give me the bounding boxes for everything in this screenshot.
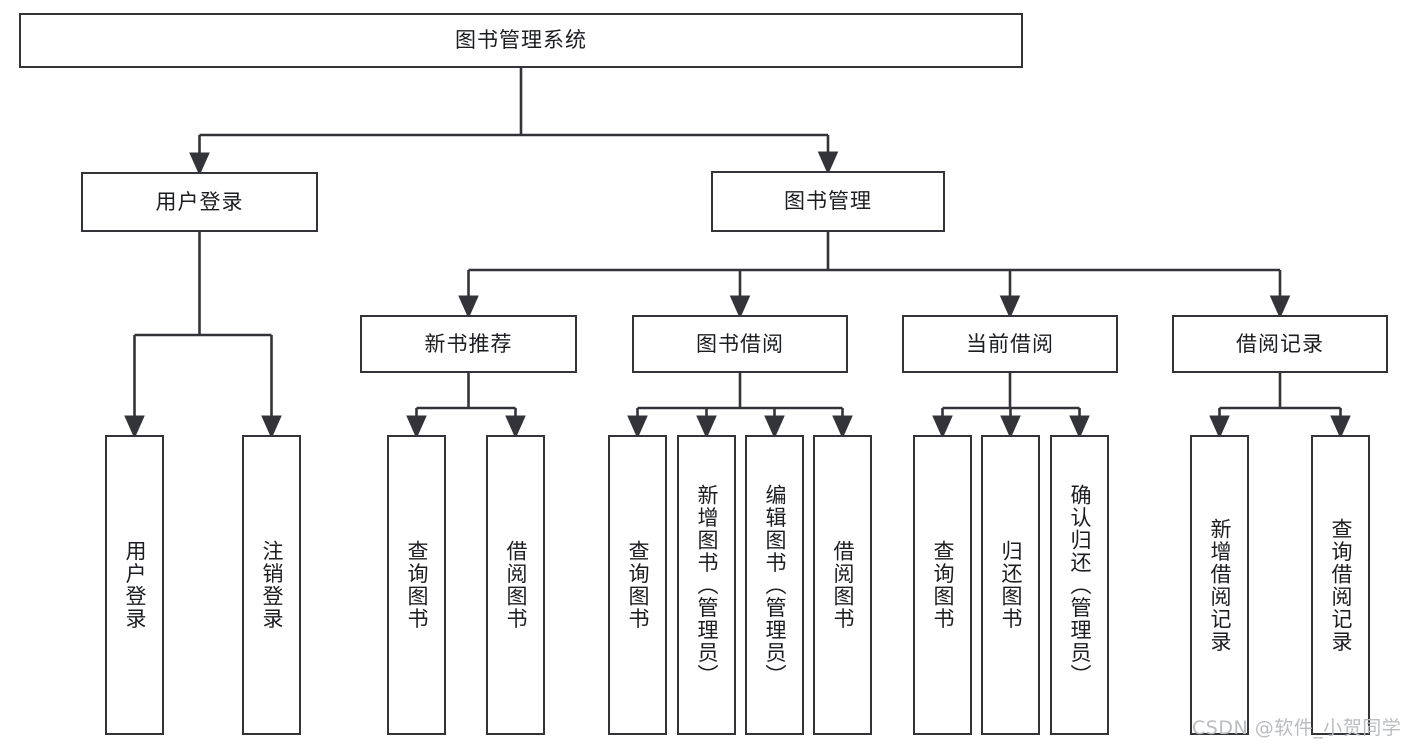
node-label: 借阅记录 bbox=[1236, 331, 1324, 356]
node-leaf_2[interactable]: 查询图书 bbox=[387, 435, 446, 735]
watermark: CSDN @软件_小贺同学 bbox=[1192, 717, 1402, 739]
node-l1_0[interactable]: 用户登录 bbox=[81, 172, 318, 232]
node-label: 新书推荐 bbox=[424, 331, 513, 356]
node-label: 借阅图书 bbox=[503, 540, 528, 630]
node-l2_0[interactable]: 新书推荐 bbox=[360, 315, 577, 373]
node-label: 确认归还（管理员） bbox=[1067, 483, 1092, 687]
node-label: 查询图书 bbox=[930, 540, 955, 630]
node-label: 查询图书 bbox=[625, 540, 650, 630]
node-leaf_10[interactable]: 确认归还（管理员） bbox=[1050, 435, 1109, 735]
node-label: 查询借阅记录 bbox=[1328, 517, 1353, 653]
node-leaf_0[interactable]: 用户登录 bbox=[105, 435, 164, 735]
node-leaf_3[interactable]: 借阅图书 bbox=[486, 435, 545, 735]
node-label: 图书借阅 bbox=[696, 331, 784, 356]
node-label: 图书管理系统 bbox=[455, 28, 587, 53]
node-leaf_8[interactable]: 查询图书 bbox=[913, 435, 972, 735]
node-leaf_1[interactable]: 注销登录 bbox=[242, 435, 301, 735]
node-label: 借阅图书 bbox=[830, 540, 855, 630]
node-label: 归还图书 bbox=[998, 540, 1023, 630]
node-leaf_9[interactable]: 归还图书 bbox=[981, 435, 1040, 735]
node-label: 用户登录 bbox=[155, 189, 244, 214]
node-label: 新增借阅记录 bbox=[1207, 517, 1232, 653]
node-l2_2[interactable]: 当前借阅 bbox=[902, 315, 1118, 373]
node-l1_1[interactable]: 图书管理 bbox=[711, 171, 945, 232]
node-label: 图书管理 bbox=[784, 189, 872, 214]
node-leaf_12[interactable]: 查询借阅记录 bbox=[1311, 435, 1370, 735]
node-label: 用户登录 bbox=[122, 540, 147, 630]
node-label: 新增图书（管理员） bbox=[694, 483, 719, 687]
node-label: 编辑图书（管理员） bbox=[762, 483, 787, 687]
node-label: 注销登录 bbox=[259, 540, 284, 630]
node-l2_1[interactable]: 图书借阅 bbox=[632, 315, 848, 373]
node-l2_3[interactable]: 借阅记录 bbox=[1172, 315, 1388, 373]
node-leaf_4[interactable]: 查询图书 bbox=[608, 435, 667, 735]
node-label: 查询图书 bbox=[404, 540, 429, 630]
node-leaf_6[interactable]: 编辑图书（管理员） bbox=[745, 435, 804, 735]
node-leaf_5[interactable]: 新增图书（管理员） bbox=[677, 435, 736, 735]
node-label: 当前借阅 bbox=[966, 331, 1054, 356]
node-leaf_7[interactable]: 借阅图书 bbox=[813, 435, 872, 735]
node-root[interactable]: 图书管理系统 bbox=[19, 13, 1023, 68]
node-leaf_11[interactable]: 新增借阅记录 bbox=[1190, 435, 1249, 735]
